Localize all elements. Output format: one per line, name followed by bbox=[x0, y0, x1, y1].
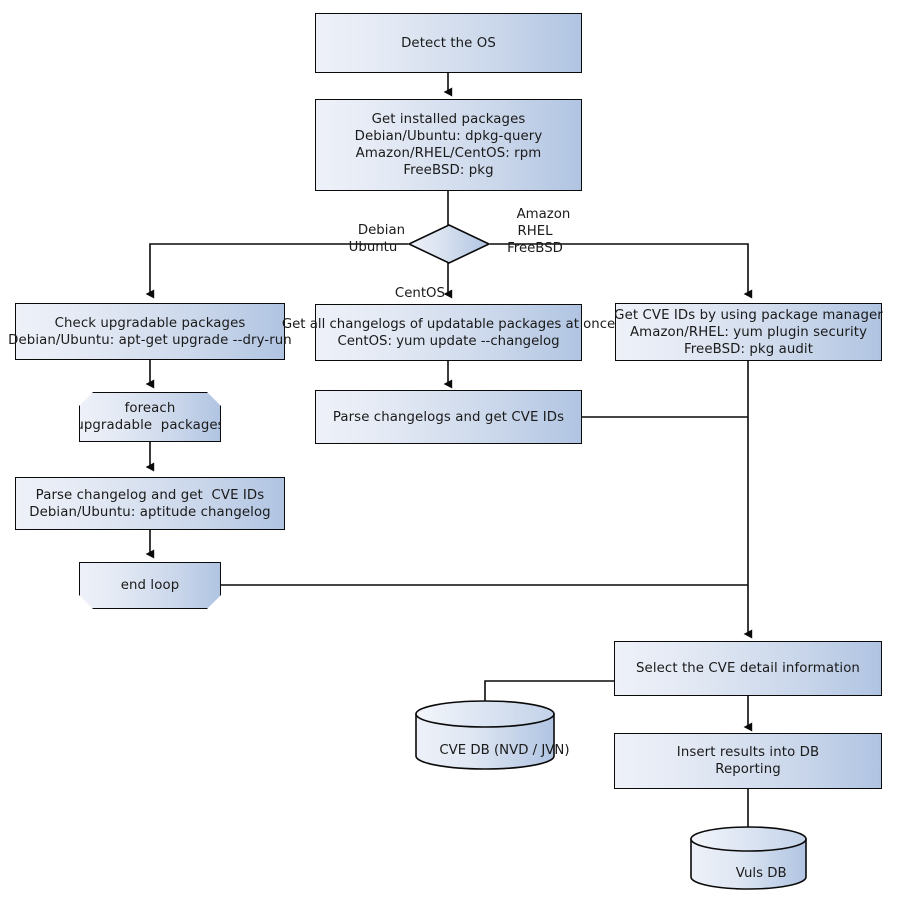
node-parse-changelogs-cve[interactable]: Parse changelogs and get CVE IDs bbox=[315, 390, 582, 444]
node-parse-changelog-cve[interactable]: Parse changelog and get CVE IDs Debian/U… bbox=[15, 477, 285, 530]
node-get-cve-ids-pkg-manager[interactable]: Get CVE IDs by using package manager Ama… bbox=[614, 303, 883, 361]
node-get-cve-ids-pkg-manager-label: Get CVE IDs by using package manager Ama… bbox=[614, 307, 883, 357]
database-cylinder-icon bbox=[690, 826, 807, 890]
node-select-cve-detail[interactable]: Select the CVE detail information bbox=[614, 641, 882, 696]
node-get-installed-packages-label: Get installed packages Debian/Ubuntu: dp… bbox=[354, 112, 543, 178]
node-cve-db[interactable]: CVE DB (NVD / JVN) bbox=[414, 700, 570, 770]
node-parse-changelog-cve-label: Parse changelog and get CVE IDs Debian/U… bbox=[29, 487, 271, 520]
node-detect-os-label: Detect the OS bbox=[401, 35, 496, 51]
node-vuls-db-label: Vuls DB bbox=[735, 866, 787, 881]
edge-label-branch-left-text: Debian Ubuntu bbox=[348, 223, 406, 255]
edge-label-branch-down-text: CentOS bbox=[394, 286, 445, 301]
node-check-upgradable[interactable]: Check upgradable packages Debian/Ubuntu:… bbox=[8, 303, 292, 360]
node-get-installed-packages[interactable]: Get installed packages Debian/Ubuntu: dp… bbox=[315, 99, 582, 191]
node-detect-os[interactable]: Detect the OS bbox=[315, 13, 582, 73]
node-insert-results-label: Insert results into DB Reporting bbox=[676, 745, 820, 777]
database-cylinder-icon bbox=[415, 700, 555, 770]
node-insert-results[interactable]: Insert results into DB Reporting bbox=[614, 733, 882, 789]
node-foreach-loop-start[interactable]: foreach upgradable packages bbox=[79, 392, 221, 442]
node-end-loop-label: end loop bbox=[120, 578, 180, 593]
node-get-all-changelogs[interactable] bbox=[315, 304, 582, 361]
node-os-decision[interactable] bbox=[406, 222, 492, 266]
edge-label-branch-right: Amazon RHEL FreeBSD bbox=[492, 189, 578, 274]
edge-label-branch-down: CentOS bbox=[378, 268, 445, 319]
node-check-upgradable-label: Check upgradable packages Debian/Ubuntu:… bbox=[8, 315, 292, 348]
node-vuls-db[interactable]: Vuls DB bbox=[689, 826, 808, 890]
node-foreach-loop-start-label: foreach upgradable packages bbox=[75, 401, 225, 433]
node-get-all-changelogs-label: Get all changelogs of updatable packages… bbox=[281, 316, 616, 349]
node-cve-db-label: CVE DB (NVD / JVN) bbox=[439, 743, 570, 758]
node-parse-changelogs-cve-label: Parse changelogs and get CVE IDs bbox=[332, 409, 565, 425]
node-select-cve-detail-label: Select the CVE detail information bbox=[636, 661, 860, 676]
edge-label-branch-left: Debian Ubuntu bbox=[336, 205, 410, 273]
decision-diamond-icon bbox=[407, 224, 491, 264]
edge-label-branch-right-text: Amazon RHEL FreeBSD bbox=[507, 207, 571, 256]
node-end-loop[interactable]: end loop bbox=[79, 562, 221, 609]
